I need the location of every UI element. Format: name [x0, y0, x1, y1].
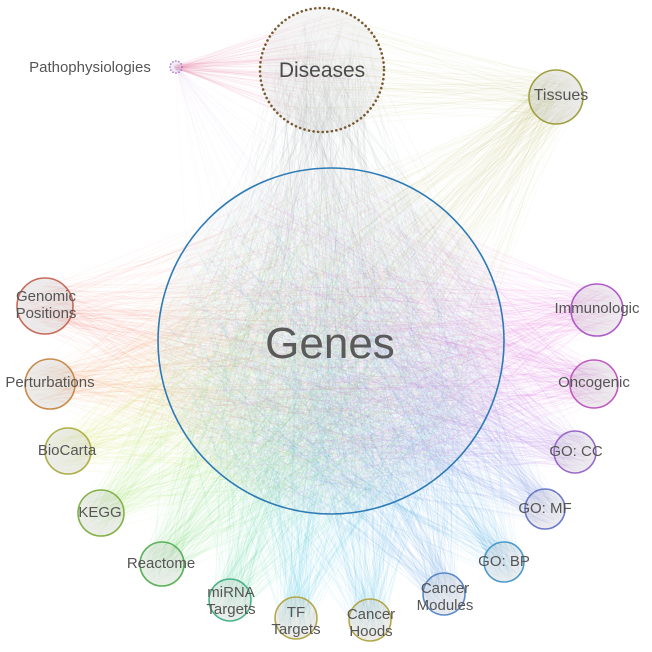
- edges-go_cc-to-genes: [168, 182, 594, 493]
- edges-pathophysiologies-to-diseases: [173, 13, 372, 131]
- node-tissues[interactable]: [528, 69, 584, 125]
- edges-go_bp-to-genes: [190, 183, 521, 579]
- node-kegg[interactable]: [77, 489, 125, 537]
- label-reactome: Reactome: [127, 555, 195, 572]
- node-go_bp[interactable]: [483, 541, 525, 583]
- edges-kegg-to-genes: [80, 176, 481, 534]
- edges-mirna_targets-to-genes: [166, 179, 499, 619]
- label-immunologic: Immunologic: [554, 300, 640, 317]
- node-mirna_targets[interactable]: [208, 578, 252, 622]
- node-genes[interactable]: [157, 167, 505, 515]
- node-tf_targets[interactable]: [274, 596, 318, 640]
- label-tissues: Tissues: [534, 87, 589, 104]
- label-biocarta: BioCarta: [38, 442, 97, 459]
- node-perturbations[interactable]: [24, 358, 76, 410]
- edges-pathophysiologies-to-genes: [173, 64, 468, 504]
- node-go_cc[interactable]: [553, 430, 597, 474]
- label-perturbations: Perturbations: [5, 374, 94, 391]
- node-reactome[interactable]: [139, 541, 185, 587]
- node-go_mf[interactable]: [524, 488, 566, 530]
- label-go_mf: GO: MF: [518, 500, 571, 517]
- node-biocarta[interactable]: [44, 427, 92, 475]
- edges-diseases-to-genes: [163, 16, 498, 504]
- edges-reactome-to-genes: [142, 182, 494, 583]
- edges-cancer_modules-to-genes: [165, 176, 490, 613]
- edges-tf_targets-to-genes: [175, 187, 495, 637]
- label-diseases: Diseases: [279, 59, 365, 82]
- edges-genomic_positions-to-genes: [21, 175, 495, 500]
- edges-cancer_hoods-to-genes: [163, 180, 480, 638]
- label-kegg: KEGG: [78, 504, 121, 521]
- edges-immunologic-to-genes: [166, 177, 620, 495]
- node-pathophysiologies[interactable]: [169, 60, 183, 74]
- edges-tissues-to-genes: [187, 72, 579, 492]
- label-go_bp: GO: BP: [478, 553, 530, 570]
- node-genomic_positions[interactable]: [16, 277, 74, 335]
- node-cancer_hoods[interactable]: [348, 598, 392, 642]
- node-cancer_modules[interactable]: [422, 572, 466, 616]
- label-go_cc: GO: CC: [549, 443, 603, 460]
- node-oncogenic[interactable]: [569, 359, 619, 409]
- label-pathophysiologies: Pathophysiologies: [29, 59, 151, 76]
- node-diseases[interactable]: [258, 6, 386, 134]
- edges-oncogenic-to-genes: [183, 177, 614, 503]
- node-immunologic[interactable]: [570, 283, 624, 337]
- label-genes: Genes: [265, 319, 395, 368]
- label-oncogenic: Oncogenic: [558, 374, 630, 391]
- edges-go_mf-to-genes: [168, 176, 561, 527]
